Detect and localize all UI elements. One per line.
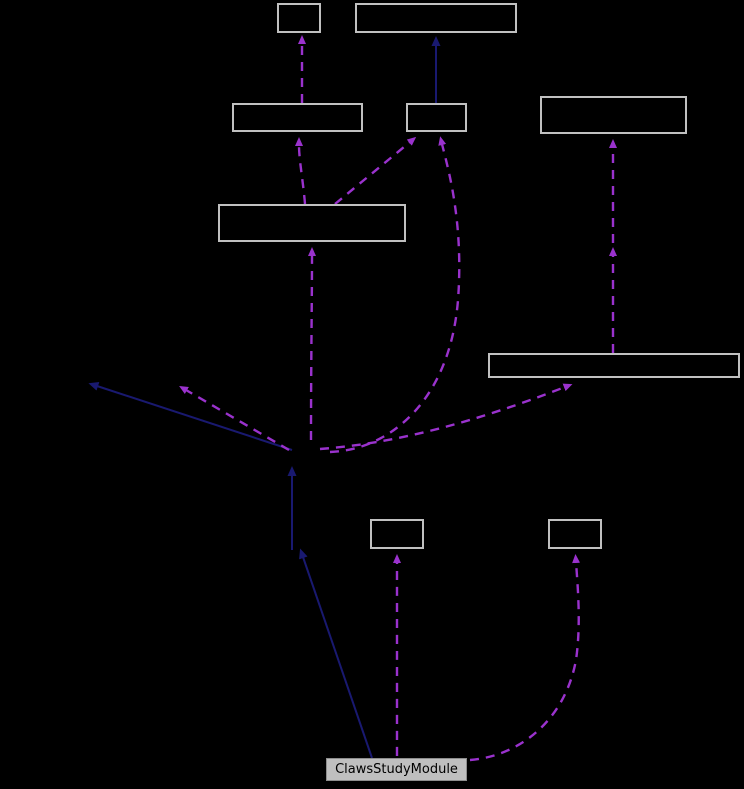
edge-h1-to-n4: [329, 136, 461, 454]
class-node-clawsstudymodule[interactable]: ClawsStudyModule: [326, 758, 467, 781]
edge-n10-to-n9: [469, 554, 581, 762]
edge-n10-to-h1-diagonal: [299, 548, 373, 759]
hidden-junction-node-2: [613, 248, 614, 249]
edge-h1-to-n6: [307, 247, 316, 441]
class-node-1[interactable]: [277, 3, 321, 33]
edge-h1-to-n7: [319, 383, 573, 451]
edge-n6-to-n4: [334, 136, 417, 205]
class-node-3[interactable]: [232, 103, 363, 132]
class-node-label: ClawsStudyModule: [335, 762, 458, 777]
edge-h1-to-left: [88, 382, 293, 451]
class-node-7[interactable]: [488, 353, 740, 378]
edge-n6-to-n3: [295, 137, 307, 205]
class-node-9[interactable]: [548, 519, 602, 549]
hidden-junction-node-1: [292, 452, 293, 453]
class-node-6[interactable]: [218, 204, 406, 242]
class-node-5[interactable]: [540, 96, 687, 134]
class-node-2[interactable]: [355, 3, 517, 33]
edge-h1-to-upleft: [179, 385, 290, 452]
class-node-8[interactable]: [370, 519, 424, 549]
class-node-4[interactable]: [406, 103, 467, 132]
